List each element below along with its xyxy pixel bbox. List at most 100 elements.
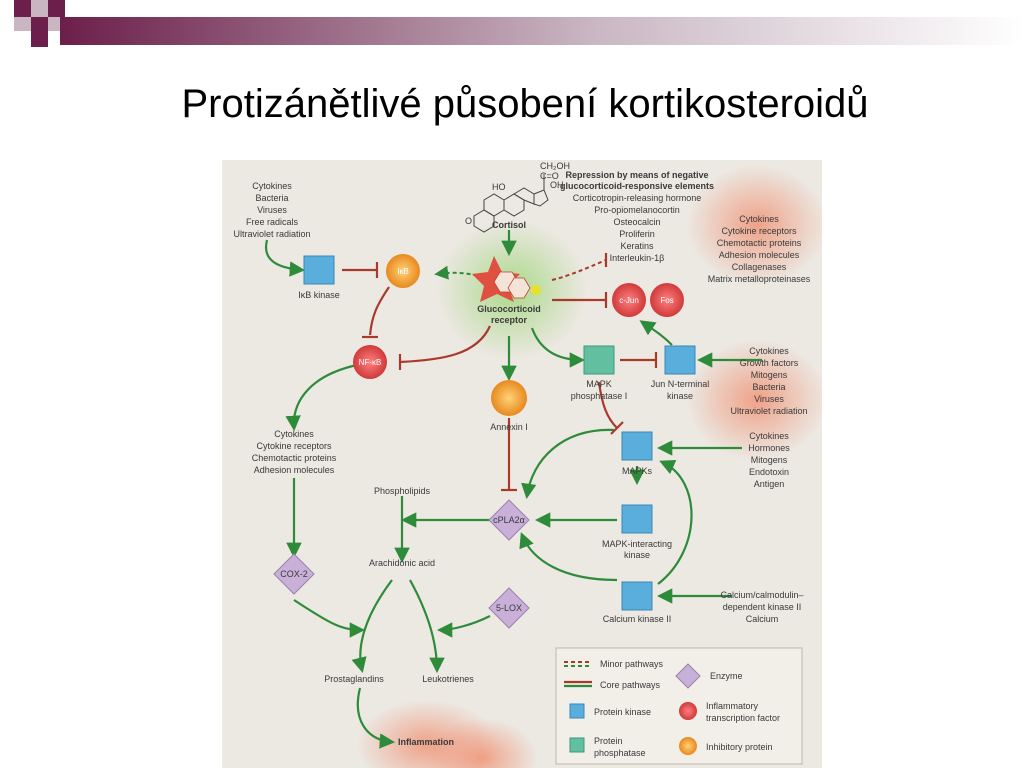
nfkb-label: NF-κB [359,358,382,367]
list-item: Mitogens [751,370,788,380]
inflammation-label: Inflammation [398,737,454,747]
legend-enzyme-label: Enzyme [710,671,743,681]
jnk-label: kinase [667,391,693,401]
cortisol-chem-label: O [465,216,472,226]
list-item: Cytokines [252,181,292,191]
list-item: Ultraviolet radiation [730,406,807,416]
cpla2-label: cPLA2α [493,515,525,525]
list-item: Corticotropin-releasing hormone [573,193,702,203]
cortisol-label: Cortisol [492,220,526,230]
cox2-label: COX-2 [280,569,308,579]
ikb-kinase-box [303,255,335,285]
cortisol-chem-label: HO [492,182,506,192]
list-item: Cytokines [739,214,779,224]
list-item: Adhesion molecules [254,465,335,475]
mapk-interacting-kinase-box [621,504,653,534]
prostaglandins-label: Prostaglandins [324,674,384,684]
mapk-phosphatase-box [583,345,615,375]
glucocorticoid-receptor-label: Glucocorticoid [477,304,541,314]
list-item: Free radicals [246,217,299,227]
list-item: dependent kinase II [723,602,802,612]
mapk-phosphatase-label: MAPK [586,379,612,389]
cortisol-chem-label: C=O [540,171,559,181]
list-item: Pro-opiomelanocortin [594,205,680,215]
legend-inhibitory-label: Inhibitory protein [706,742,773,752]
5lox-label: 5-LOX [496,603,522,613]
annexin-label: Annexin I [490,422,528,432]
list-item: Matrix metalloproteinases [708,274,811,284]
glucocorticoid-pathway-figure: CH₂OH C=O OH HO O Cortisol Glucocorticoi… [222,160,822,768]
list-item: Cytokine receptors [721,226,797,236]
mapks-box [621,431,653,461]
cpla2-diamond [488,499,530,541]
arachidonic-acid-label: Arachidonic acid [369,558,435,568]
nfkb-targets-list: Cytokines Cytokine receptors Chemotactic… [252,429,337,475]
list-item: Bacteria [752,382,785,392]
mapk-interacting-kinase-label: MAPK-interacting [602,539,672,549]
list-item: Calcium/calmodulin– [720,590,803,600]
list-item: Cytokines [749,346,789,356]
calcium-kinase-box [621,581,653,611]
5lox-diamond [488,587,530,629]
fos-node [650,283,684,317]
list-item: Proliferin [619,229,655,239]
list-item: Interleukin-1β [610,253,665,263]
jnk-box [664,345,696,375]
annexin-node [491,380,527,416]
jnk-label: Jun N-terminal [651,379,710,389]
list-item: Hormones [748,443,790,453]
ap1-targets-list: Cytokines Cytokine receptors Chemotactic… [708,214,811,284]
list-item: Mitogens [751,455,788,465]
ikb-label: IκB [397,267,409,276]
list-item: Viruses [754,394,784,404]
legend-pp-label: phosphatase [594,748,646,758]
list-item: Endotoxin [749,467,789,477]
legend-itf-label: transcription factor [706,713,780,723]
cortisol-chem-label: CH₂OH [540,161,570,171]
fos-label: Fos [660,296,673,305]
legend-minor-label: Minor pathways [600,659,664,669]
pathway-diagram: CH₂OH C=O OH HO O Cortisol Glucocorticoi… [233,161,822,768]
calcium-kinase-label: Calcium kinase II [603,614,672,624]
ikb-node [386,254,420,288]
cortisol-molecule [473,174,549,233]
list-item: Cytokines [274,429,314,439]
list-item: Antigen [754,479,785,489]
cjun-node [612,283,646,317]
list-item: Chemotactic proteins [252,453,337,463]
slide-title: Protizánětlivé působení kortikosteroidů [181,82,869,126]
list-item: Viruses [257,205,287,215]
mapk-stimuli-list: Cytokines Hormones Mitogens Endotoxin An… [748,431,790,489]
legend-itf-label: Inflammatory [706,701,759,711]
list-item: Osteocalcin [613,217,660,227]
legend: Minor pathways Core pathways Enzyme Prot… [555,647,803,765]
glucocorticoid-receptor-label: receptor [491,315,528,325]
list-item: Keratins [620,241,654,251]
mapk-phosphatase-label: phosphatase I [571,391,628,401]
list-item: Bacteria [255,193,288,203]
cortisol-chem-label: OH [550,180,564,190]
list-item: Cytokines [749,431,789,441]
list-item: Calcium [746,614,779,624]
mapk-interacting-kinase-label: kinase [624,550,650,560]
list-title: Repression by means of negative [565,170,708,180]
nfkb-node [353,345,387,379]
cox2-diamond [273,553,315,595]
cjun-label: c-Jun [619,296,639,305]
glucocorticoid-receptor-shape [472,256,541,302]
legend-core-label: Core pathways [600,680,661,690]
list-item: Collagenases [732,262,787,272]
ikb-kinase-label: IκB kinase [298,290,340,300]
legend-pp-label: Protein [594,736,623,746]
stimuli-ikb-list: Cytokines Bacteria Viruses Free radicals… [233,181,310,239]
list-item: Ultraviolet radiation [233,229,310,239]
list-title: glucocorticoid-responsive elements [560,181,714,191]
phospholipids-label: Phospholipids [374,486,431,496]
repression-list: Repression by means of negative glucocor… [560,170,714,263]
calcium-stimuli-list: Calcium/calmodulin– dependent kinase II … [720,590,803,624]
jnk-stimuli-list: Cytokines Growth factors Mitogens Bacter… [730,346,807,416]
list-item: Growth factors [740,358,799,368]
leukotrienes-label: Leukotrienes [422,674,474,684]
list-item: Adhesion molecules [719,250,800,260]
title-decoration [14,0,1024,47]
